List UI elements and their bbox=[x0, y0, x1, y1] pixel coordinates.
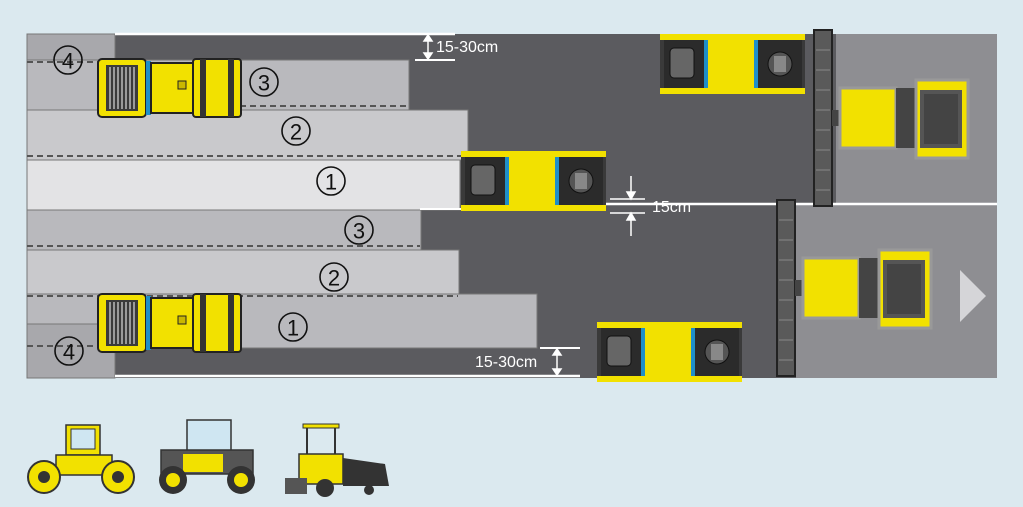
pass-number-badge: 4 bbox=[54, 336, 84, 366]
svg-text:4: 4 bbox=[63, 340, 75, 365]
tandem-roller-bottom-icon bbox=[97, 293, 242, 353]
pass-number-badge: 3 bbox=[344, 215, 374, 245]
svg-text:1: 1 bbox=[287, 316, 299, 341]
asphalt-paver-icon bbox=[285, 423, 389, 497]
paver-top-icon bbox=[658, 32, 807, 96]
dimension-top bbox=[422, 33, 434, 61]
tandem-roller-top-icon bbox=[97, 58, 242, 118]
pass-number-badge: 3 bbox=[249, 67, 279, 97]
paver-bottom-icon bbox=[595, 320, 744, 384]
direction-arrow-icon bbox=[960, 270, 986, 322]
dimension-bottom-label: 15-30cm bbox=[475, 354, 537, 371]
svg-text:4: 4 bbox=[62, 49, 74, 74]
pass-strip-1 bbox=[26, 159, 461, 211]
dimension-center bbox=[610, 176, 645, 236]
svg-text:3: 3 bbox=[258, 71, 270, 96]
pneumatic-roller-icon bbox=[159, 419, 255, 494]
pass-number-badge: 1 bbox=[316, 166, 346, 196]
dimension-center-label: 15cm bbox=[652, 199, 691, 216]
svg-text:2: 2 bbox=[290, 120, 302, 145]
dimension-bottom bbox=[551, 347, 563, 377]
pass-number-badge: 2 bbox=[281, 116, 311, 146]
pass-strip-2 bbox=[26, 109, 469, 161]
pass-number-badge: 1 bbox=[278, 312, 308, 342]
paver-center-icon bbox=[459, 149, 608, 213]
svg-text:2: 2 bbox=[328, 266, 340, 291]
pass-number-badge: 2 bbox=[319, 262, 349, 292]
tandem-roller-icon bbox=[27, 424, 135, 494]
svg-text:3: 3 bbox=[353, 219, 365, 244]
pass-number-badge: 4 bbox=[53, 45, 83, 75]
svg-text:1: 1 bbox=[325, 170, 337, 195]
dimension-top-label: 15-30cm bbox=[436, 39, 498, 56]
